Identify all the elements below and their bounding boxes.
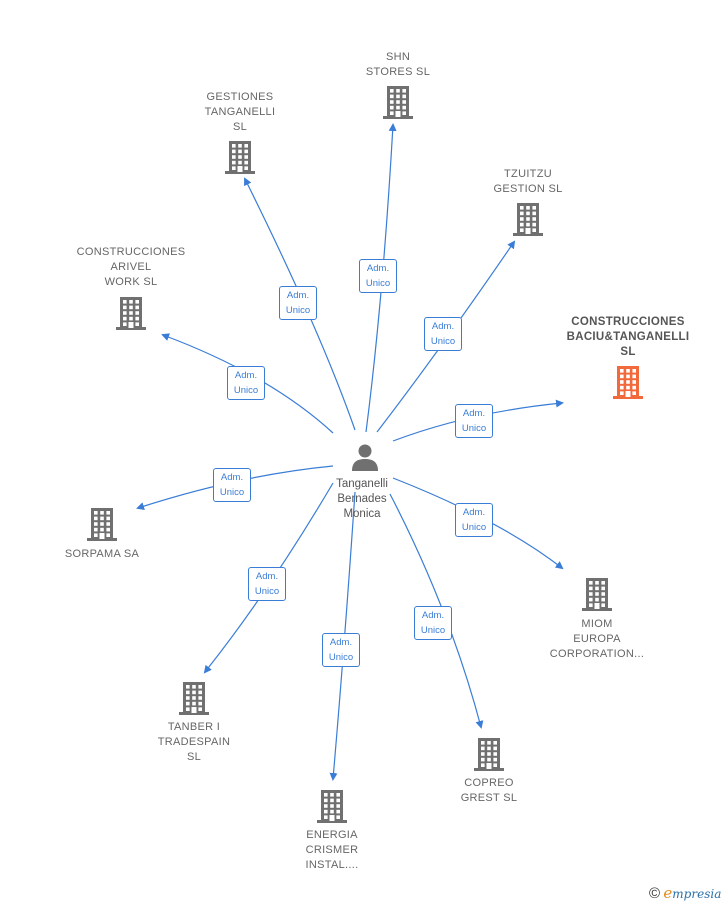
company-name-line: GREST SL <box>460 792 518 804</box>
building-icon <box>177 680 211 716</box>
company-name-line: GESTION SL <box>493 183 563 195</box>
role-text: Unico <box>219 487 245 498</box>
role-badge-tzuitzu[interactable]: Adm. Unico <box>424 317 462 351</box>
company-name[interactable]: TANBER I TRADESPAIN SL <box>114 720 274 765</box>
role-badge-energia[interactable]: Adm. Unico <box>322 633 360 667</box>
company-name-line: TRADESPAIN <box>157 736 231 748</box>
company-name[interactable]: SORPAMA SA <box>22 547 182 562</box>
company-name-line: CRISMER <box>305 844 359 856</box>
role-text: Adm. <box>462 408 486 419</box>
company-name[interactable]: GESTIONES TANGANELLI SL <box>160 90 320 135</box>
company-name[interactable]: CONSTRUCCIONES BACIU&TANGANELLI SL <box>548 315 708 360</box>
role-text: Unico <box>430 336 456 347</box>
building-icon <box>511 201 545 237</box>
role-text: Adm. <box>234 370 258 381</box>
company-name-line: CORPORATION... <box>549 648 645 660</box>
role-text: Adm. <box>462 507 486 518</box>
role-text: Unico <box>233 385 259 396</box>
role-text: Adm. <box>329 637 353 648</box>
building-icon <box>114 295 148 331</box>
role-badge-sorpama[interactable]: Adm. Unico <box>213 468 251 502</box>
role-badge-baciu[interactable]: Adm. Unico <box>455 404 493 438</box>
role-text: Unico <box>365 278 391 289</box>
role-badge-gestiones[interactable]: Adm. Unico <box>279 286 317 320</box>
role-text: Adm. <box>431 321 455 332</box>
role-text: Unico <box>461 423 487 434</box>
company-name-line: CONSTRUCCIONES <box>76 246 186 258</box>
role-text: Unico <box>285 305 311 316</box>
role-text: Unico <box>254 586 280 597</box>
building-icon <box>223 139 257 175</box>
company-name-line: INSTAL.... <box>305 859 359 871</box>
company-name-line: ENERGIA <box>306 829 358 841</box>
company-name-line: SL <box>620 346 636 358</box>
building-icon <box>85 506 119 542</box>
company-name[interactable]: ENERGIA CRISMER INSTAL.... <box>252 828 412 873</box>
company-name[interactable]: TZUITZU GESTION SL <box>448 167 608 197</box>
brand-name: mpresia <box>672 887 722 901</box>
role-badge-shn[interactable]: Adm. Unico <box>359 259 397 293</box>
company-name-line: SORPAMA SA <box>64 548 140 560</box>
building-icon <box>580 576 614 612</box>
role-text: Adm. <box>220 472 244 483</box>
role-badge-arivel[interactable]: Adm. Unico <box>227 366 265 400</box>
company-name-line: TANBER I <box>167 721 221 733</box>
person-name-line: Monica <box>343 508 381 520</box>
building-icon <box>611 364 645 400</box>
building-icon <box>381 84 415 120</box>
company-name[interactable]: SHN STORES SL <box>318 50 478 80</box>
copyright-icon: © <box>649 885 661 902</box>
company-name-line: SHN <box>385 51 411 63</box>
building-icon <box>315 788 349 824</box>
brand-logo: © empresia <box>649 884 721 902</box>
company-name-line: WORK SL <box>104 276 158 288</box>
company-name[interactable]: COPREO GREST SL <box>409 776 569 806</box>
company-name-line: EUROPA <box>573 633 621 645</box>
company-name-line: SL <box>186 751 202 763</box>
company-name-line: TZUITZU <box>504 168 552 180</box>
role-text: Adm. <box>286 290 310 301</box>
role-text: Unico <box>328 652 354 663</box>
building-icon <box>472 736 506 772</box>
role-text: Adm. <box>366 263 390 274</box>
role-badge-miom[interactable]: Adm. Unico <box>455 503 493 537</box>
company-name-line: MIOM <box>581 618 613 630</box>
role-text: Adm. <box>255 571 279 582</box>
company-name-line: GESTIONES <box>206 91 274 103</box>
company-name-line: ARIVEL <box>110 261 152 273</box>
role-badge-copreo[interactable]: Adm. Unico <box>414 606 452 640</box>
brand-e: e <box>663 884 673 902</box>
company-name-line: SL <box>232 121 248 133</box>
company-name-line: TANGANELLI <box>204 106 276 118</box>
role-badge-tanber[interactable]: Adm. Unico <box>248 567 286 601</box>
person-name-line: Bernades <box>337 493 387 505</box>
role-text: Unico <box>420 625 446 636</box>
company-name-line: STORES SL <box>365 66 431 78</box>
company-name[interactable]: MIOM EUROPA CORPORATION... <box>517 617 677 662</box>
company-name-line: CONSTRUCCIONES <box>571 316 685 328</box>
company-name-line: COPREO <box>464 777 514 789</box>
role-text: Unico <box>461 522 487 533</box>
company-name[interactable]: CONSTRUCCIONES ARIVEL WORK SL <box>51 245 211 290</box>
company-name-line: BACIU&TANGANELLI <box>566 331 690 343</box>
role-text: Adm. <box>421 610 445 621</box>
person-name-line: Tanganelli <box>336 478 388 490</box>
person-icon <box>351 443 379 476</box>
